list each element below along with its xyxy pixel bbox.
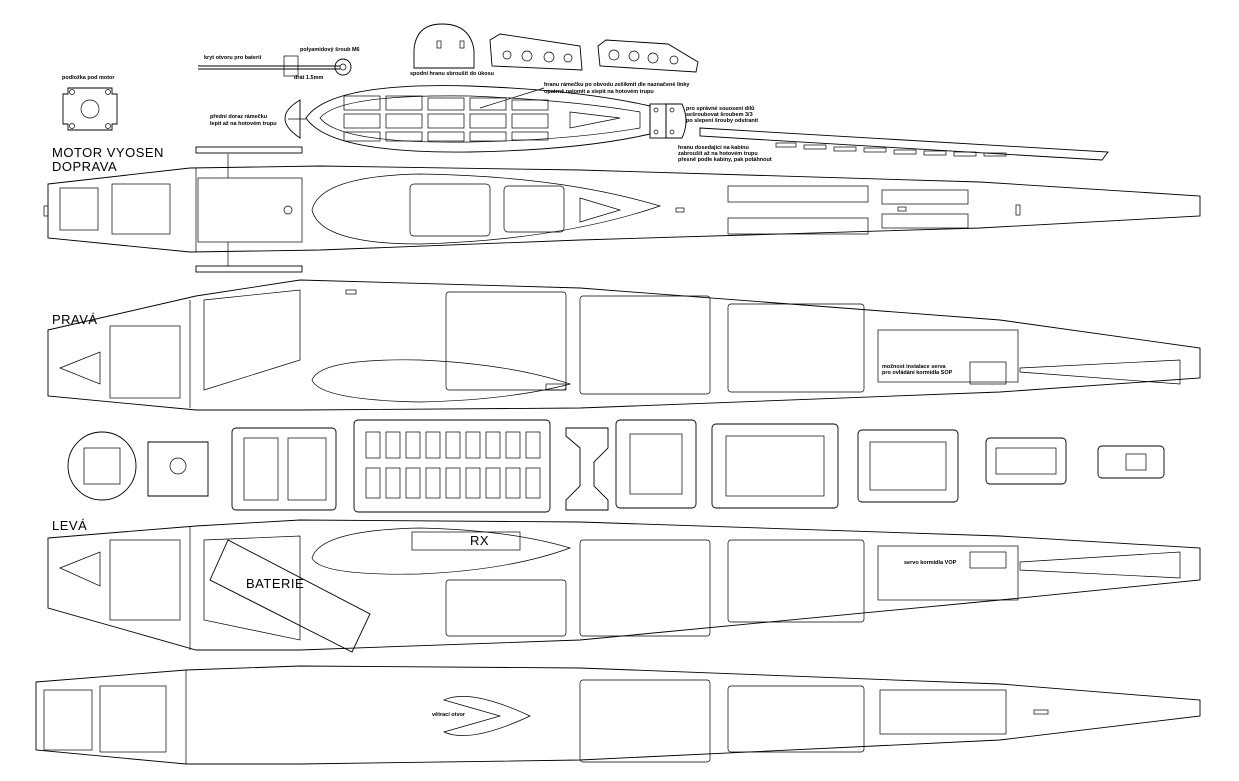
alignment-part [649,103,687,139]
fin-part-2 [597,39,699,73]
bulkheads-row [67,419,1165,513]
fuselage-top-view [43,146,1201,273]
frame-edge-leader [479,87,545,109]
left-side-label: LEVÁ [52,518,87,533]
spine-strip-part [699,127,1109,161]
fuselage-bottom-view [35,665,1201,765]
fin-part-1 [489,33,583,71]
elevator-servo-label: servo kormidla VOP [904,560,957,566]
battery-label: BATERIE [246,576,304,591]
rudder-servo-label-2: pro ovládání kormidla SOP [882,370,953,376]
polyamide-screw-label: polyamidový šroub M6 [300,47,360,53]
wire-label: drát 1.5mm [294,75,323,81]
frame-edge-label-1: hranu rámečku po obvodu zešikmit dle naz… [544,82,690,88]
bottom-edge-label: spodní hranu sbroušit do úkosu [410,71,494,77]
rudder-servo-label-1: možnost instalace serva [882,364,947,370]
alignment-label-3: po slepení šrouby odstranit [686,118,758,124]
right-side-label: PRAVÁ [52,312,98,327]
motor-pad-part [62,87,118,131]
canopy-frame-part [305,85,651,153]
cap-edge-label-1: hranu dosedající na kabinu [678,145,749,151]
front-stop-part [284,99,301,139]
motor-offset-label-2: DOPRAVA [52,159,117,174]
motor-offset-label-1: MOTOR VYOSEN [52,145,164,160]
fuselage-right-side [47,279,1201,411]
vent-label: větrací otvor [432,712,466,718]
battery-hole-label: kryt otvoru pro baterii [204,55,262,61]
canopy-bulkhead-part [413,23,475,69]
front-stop-label-1: přední doraz rámečku [210,114,267,120]
motor-pad-label: podložka pod motor [62,75,115,81]
front-stop-label-2: lepit až na hotovém trupu [210,121,277,127]
cap-edge-label-3: přesně podle kabiny, pak potáhnout [678,157,772,163]
receiver-label: RX [470,533,489,548]
battery-hatch-pin [198,55,352,77]
frame-edge-label-2: opatrně nalomit a slepit na hotovém trup… [544,89,654,95]
alignment-label-1: pro správné souosení dílů [686,105,754,112]
alignment-label-2: sešroubovat šroubem 3/3 [686,112,753,118]
fuselage-left-side [47,519,1201,653]
cap-edge-label-2: zabroušit až na hotovém trupu [678,151,758,157]
